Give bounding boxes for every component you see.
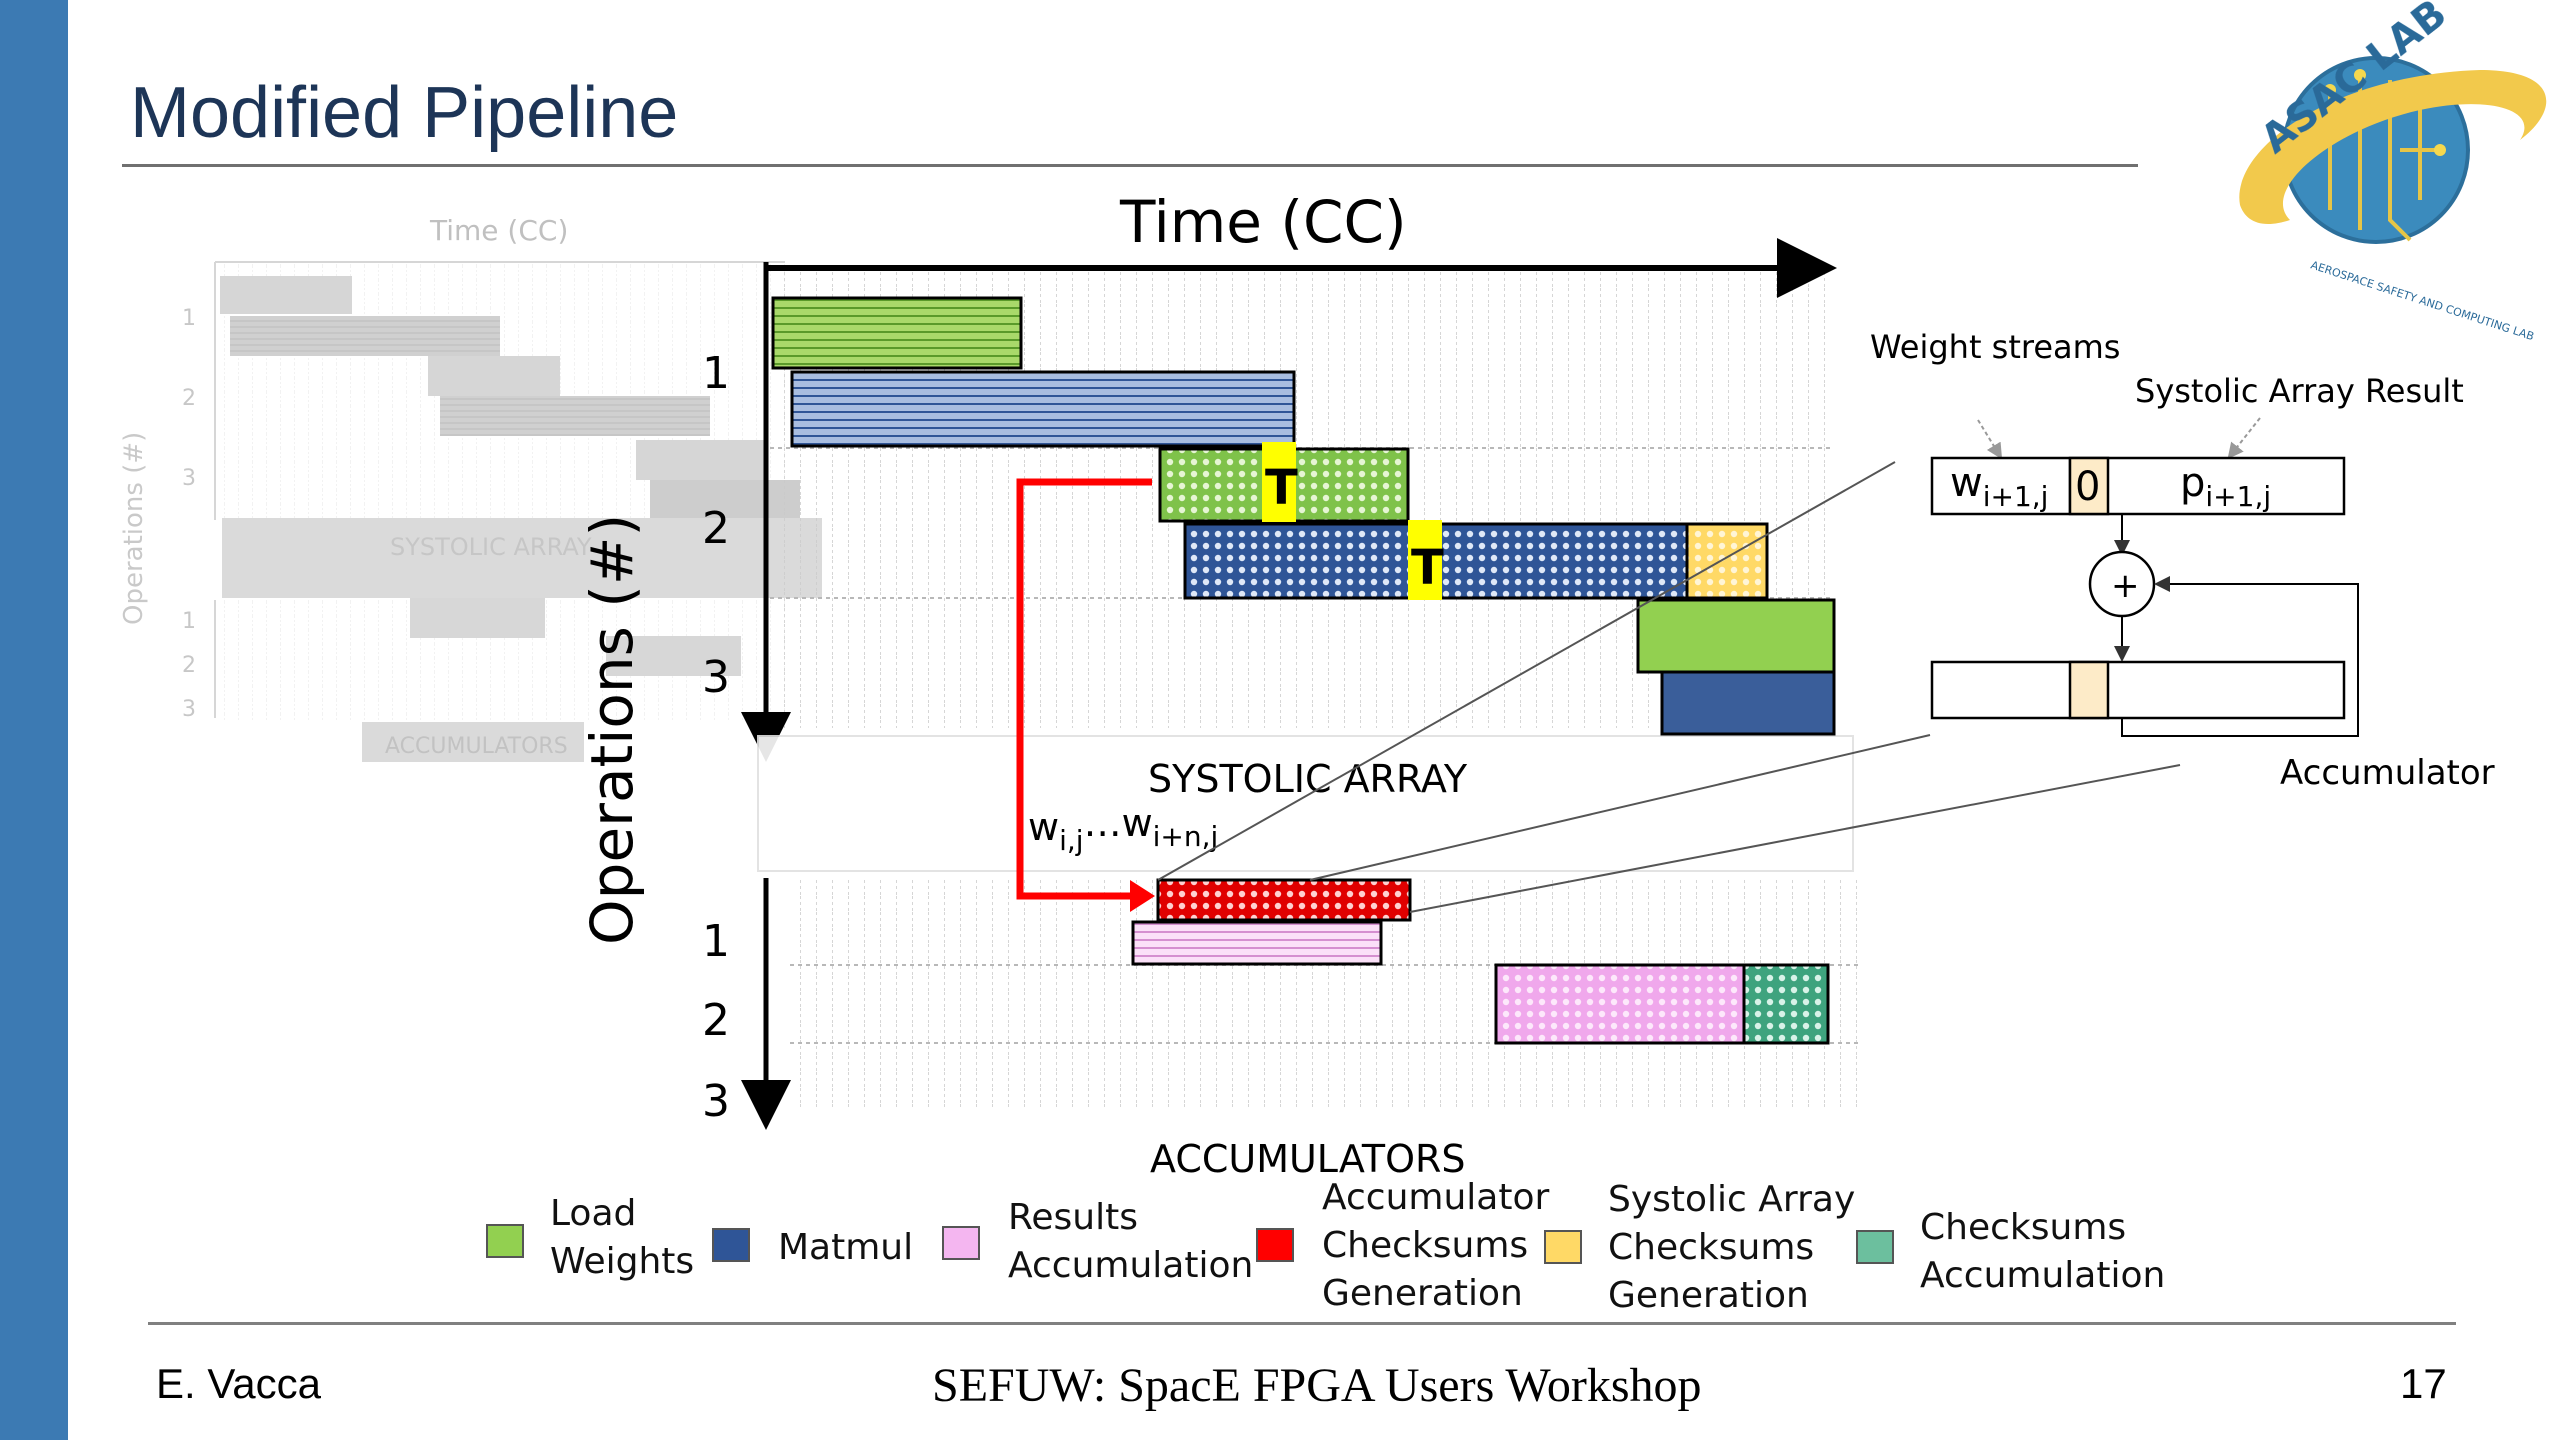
result-label: Systolic Array Result — [2135, 372, 2464, 410]
time-axis-label: Time (CC) — [1119, 188, 1407, 256]
systolic-row-3: 3 — [702, 652, 730, 703]
footer-divider — [148, 1322, 2456, 1325]
weight-feedback-arrow — [1016, 478, 1152, 900]
faded-row-1: 1 — [182, 306, 196, 331]
faded-row-2: 2 — [182, 386, 196, 411]
faded-systolic-label: SYSTOLIC ARRAY — [390, 533, 592, 561]
load-weights-bar-1 — [771, 296, 1023, 370]
svg-text:wi+1,j: wi+1,j — [1950, 460, 2048, 513]
legend-swatch — [712, 1228, 750, 1262]
accumulator-detail: Weight streams Systolic Array Result wi+… — [1870, 328, 2495, 793]
systolic-array-label: SYSTOLIC ARRAY — [1148, 757, 1468, 801]
acc-checksum-bar-1 — [1156, 878, 1412, 922]
faded-acc-row-3: 3 — [182, 697, 196, 722]
faded-acc-row-1: 1 — [182, 609, 196, 634]
matmul-bar-3 — [1660, 670, 1836, 736]
weight-streams-label: Weight streams — [1870, 328, 2120, 366]
systolic-row-2: 2 — [702, 503, 730, 554]
accumulators-label: ACCUMULATORS — [1150, 1137, 1466, 1181]
accumulator-row-3: 3 — [702, 1076, 730, 1127]
legend-swatch — [1256, 1228, 1294, 1262]
accumulator-row-2: 2 — [702, 995, 730, 1046]
sa-checksum-bar-2 — [1685, 522, 1769, 600]
transfer-marker-2 — [1408, 520, 1442, 600]
svg-text:pi+1,j: pi+1,j — [2180, 460, 2271, 513]
legend-swatch — [942, 1226, 980, 1260]
footer-author: E. Vacca — [156, 1360, 321, 1407]
weight-stream-register — [1930, 456, 2346, 516]
accumulator-register — [1930, 660, 2346, 720]
accumulator-label: Accumulator — [2280, 753, 2495, 793]
legend-label: Load Weights — [550, 1193, 695, 1282]
legend-swatch — [1856, 1230, 1894, 1264]
faded-row-3: 3 — [182, 466, 196, 491]
checksum-accumulation-bar-2 — [1742, 963, 1830, 1045]
faded-ops-label: Operations (#) — [119, 432, 149, 625]
results-accumulation-bar-2 — [1494, 963, 1746, 1045]
faded-accumulators-label: ACCUMULATORS — [385, 734, 568, 759]
slide-title: Modified Pipeline — [130, 73, 679, 153]
footer-event: SEFUW: SpacE FPGA Users Workshop — [932, 1359, 1702, 1412]
legend-label: Accumulator Checksums Generation — [1322, 1177, 1550, 1314]
transfer-marker-1 — [1262, 442, 1296, 522]
systolic-row-1: 1 — [702, 348, 730, 399]
legend-swatch — [486, 1224, 524, 1258]
legend-label: Checksums Accumulation — [1920, 1207, 2166, 1296]
results-accumulation-bar-1 — [1131, 920, 1383, 966]
accumulator-row-1: 1 — [702, 916, 730, 967]
load-weights-bar-3 — [1636, 598, 1836, 674]
svg-text:T: T — [1265, 460, 1298, 516]
title-divider — [122, 164, 2138, 167]
faded-time-label: Time (CC) — [429, 214, 568, 247]
faded-original-pipeline: Time (CC) Operations (#) 1 2 3 1 2 3 SYS… — [119, 214, 822, 762]
logo-subtext: AEROSPACE SAFETY AND COMPUTING LAB — [2309, 258, 2536, 343]
main-pipeline-diagram: Time (CC) Operations (#) 1 2 3 1 2 3 SYS… — [578, 188, 2181, 1181]
matmul-bar-1 — [790, 370, 1296, 448]
asac-lab-logo: ASAC LAB AEROSPACE SAFETY AND COMPUTING … — [2239, 0, 2547, 343]
ops-axis-label: Operations (#) — [578, 514, 646, 945]
svg-text:T: T — [1411, 540, 1444, 596]
svg-text:0: 0 — [2075, 464, 2100, 510]
legend-label: Systolic Array Checksums Generation — [1608, 1179, 1856, 1316]
legend-label: Results Accumulation — [1008, 1197, 1254, 1286]
page-number: 17 — [2400, 1360, 2447, 1407]
legend-label: Matmul — [778, 1227, 914, 1268]
faded-acc-row-2: 2 — [182, 653, 196, 678]
weight-range-label: wi,j…wi+n,j — [1028, 801, 1218, 857]
svg-text:+: + — [2111, 566, 2140, 606]
legend-swatch — [1544, 1230, 1582, 1264]
sidebar-accent-bar — [0, 0, 68, 1440]
